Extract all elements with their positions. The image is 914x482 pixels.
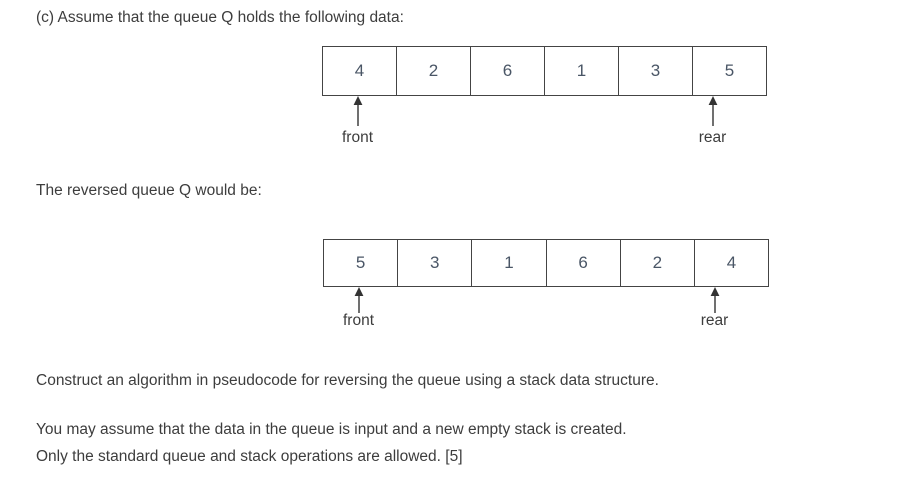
assumption-line-2: Only the standard queue and stack operat… [36,448,463,465]
reversed-queue-diagram: 5 3 1 6 2 4 front rear [322,239,770,337]
reversed-front-pointer: front [323,287,394,330]
table-row: 4 2 6 1 3 5 [322,46,767,96]
original-queue-pointers: front rear [322,96,767,152]
reversed-rear-pointer: rear [679,287,750,330]
original-front-label: front [341,129,373,146]
queue-cell-2: 6 [470,46,545,96]
task-paragraph: Construct an algorithm in pseudocode for… [36,372,659,389]
up-arrow-icon [708,96,717,126]
up-arrow-icon [354,287,363,313]
table-row: 5 3 1 6 2 4 [322,239,770,287]
reversed-queue-pointers: front rear [323,287,769,337]
original-rear-pointer: rear [677,96,748,147]
reversed-cell-3: 6 [545,239,621,287]
queue-cell-1: 2 [396,46,471,96]
up-arrow-icon [710,287,719,313]
reversed-queue-table: 5 3 1 6 2 4 [322,239,770,287]
original-rear-label: rear [698,129,727,146]
original-front-pointer: front [322,96,393,147]
original-queue-table: 4 2 6 1 3 5 [322,46,767,96]
up-arrow-icon [353,96,362,126]
intro-paragraph: (c) Assume that the queue Q holds the fo… [36,9,404,26]
queue-cell-3: 1 [544,46,619,96]
reversed-front-label: front [342,312,374,329]
queue-cell-4: 3 [618,46,693,96]
assumption-line-1: You may assume that the data in the queu… [36,421,627,438]
queue-cell-0: 4 [322,46,397,96]
reversed-cell-5: 4 [693,239,770,287]
original-queue-diagram: 4 2 6 1 3 5 front rear [322,46,767,152]
reversed-paragraph: The reversed queue Q would be: [36,182,262,199]
reversed-cell-4: 2 [619,239,695,287]
reversed-cell-0: 5 [322,239,399,287]
reversed-rear-label: rear [700,312,729,329]
queue-cell-5: 5 [692,46,767,96]
reversed-cell-2: 1 [471,239,547,287]
reversed-cell-1: 3 [397,239,473,287]
